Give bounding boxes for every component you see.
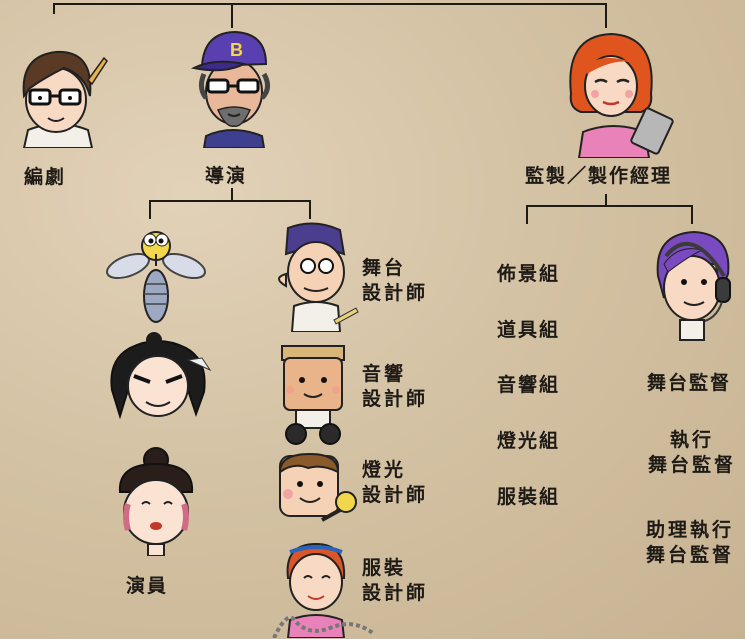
role-label-set-crew: 佈景組 <box>497 263 561 285</box>
role-label-costume-designer: 服裝 設計師 <box>362 556 428 606</box>
stage-manager-cartoon-icon <box>656 230 731 341</box>
label-line: 設計師 <box>362 282 429 304</box>
role-label-stage-designer: 舞台 設計師 <box>362 256 428 306</box>
role-label-playwright: 編劇 <box>24 166 67 188</box>
label-line: 舞台 <box>362 257 407 279</box>
role-label-sound-crew: 音響組 <box>497 374 561 396</box>
role-label-producer: 監製／製作經理 <box>525 165 673 187</box>
lighting-designer-cartoon-icon <box>278 452 357 522</box>
label-line: 音響 <box>362 363 407 385</box>
role-label-lighting-crew: 燈光組 <box>497 430 561 452</box>
playwright-cartoon-icon <box>22 50 108 148</box>
producer-branch-line <box>526 194 693 224</box>
role-label-costume-crew: 服裝組 <box>497 486 561 508</box>
director-branch-line <box>149 188 311 219</box>
role-label-stage-manager: 舞台監督 <box>647 372 732 394</box>
label-line: 舞台監督 <box>645 544 734 566</box>
label-line: 舞台監督 <box>647 454 736 476</box>
label-line: 設計師 <box>362 484 429 506</box>
role-label-deputy-stage-manager: 執行 舞台監督 <box>647 428 737 478</box>
warrior-cartoon-icon <box>110 332 212 420</box>
role-label-assistant-stage-manager: 助理執行 舞台監督 <box>636 518 744 568</box>
costume-designer-cartoon-icon <box>272 542 376 638</box>
sound-designer-cartoon-icon <box>281 345 345 445</box>
director-cartoon-icon: B <box>190 30 270 148</box>
opera-lady-cartoon-icon <box>118 447 194 556</box>
top-bar-line <box>53 3 607 28</box>
label-line: 設計師 <box>362 582 429 604</box>
label-line: 服裝 <box>362 557 407 579</box>
mosquito-cartoon-icon <box>106 231 206 323</box>
role-label-props-crew: 道具組 <box>497 319 561 341</box>
producer-cartoon-icon <box>569 32 674 158</box>
label-line: 執行 <box>669 429 714 451</box>
svg-text:B: B <box>230 40 243 60</box>
role-label-director: 導演 <box>205 165 248 187</box>
role-label-lighting-designer: 燈光 設計師 <box>362 458 428 508</box>
role-label-sound-designer: 音響 設計師 <box>362 362 428 412</box>
role-label-actors: 演員 <box>126 575 169 597</box>
label-line: 燈光 <box>362 459 407 481</box>
label-line: 設計師 <box>362 388 429 410</box>
stage-designer-cartoon-icon <box>278 222 359 332</box>
label-line: 助理執行 <box>645 519 734 541</box>
